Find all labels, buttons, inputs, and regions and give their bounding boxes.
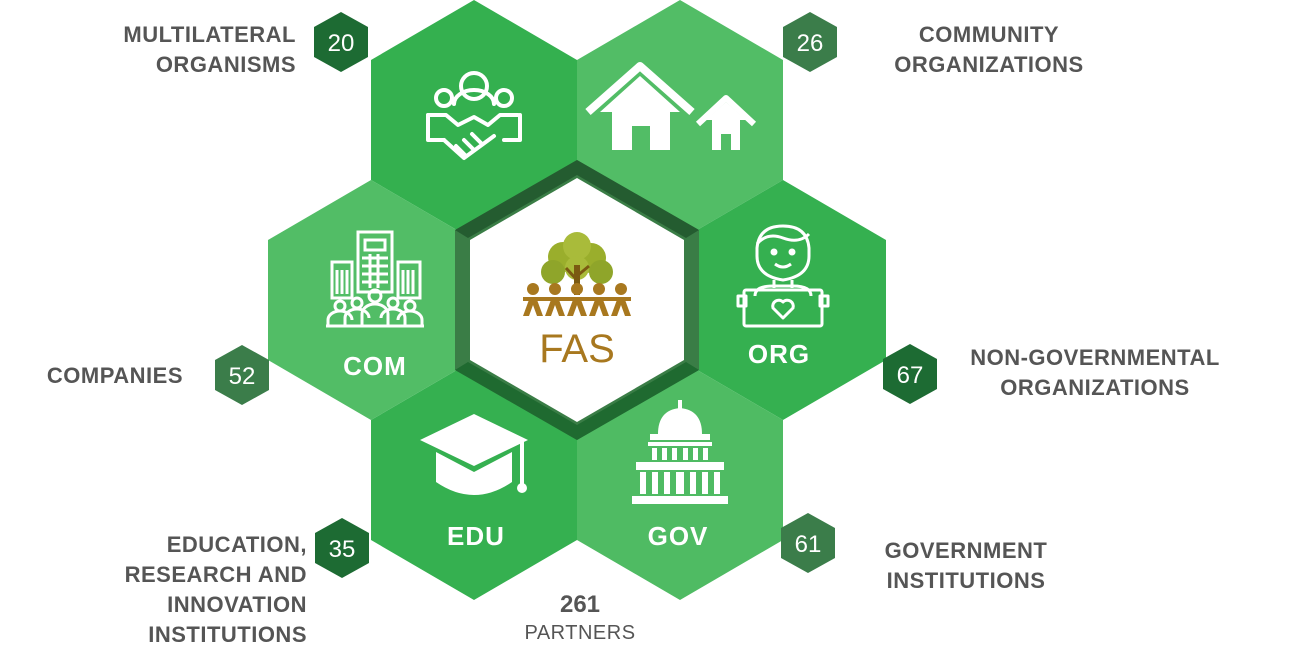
total-partners: 261 PARTNERS <box>480 590 680 646</box>
center-hex-border-shade-bottom <box>455 362 699 440</box>
badge-count: 52 <box>229 363 256 390</box>
hex-code-gov: GOV <box>648 521 709 551</box>
fas-logo-icon: FAS <box>523 232 631 371</box>
hex-code-com: COM <box>343 351 407 381</box>
handshake-people-icon <box>426 71 522 160</box>
hex-multilateral <box>371 0 577 240</box>
badge-government: 61 <box>781 513 835 573</box>
center-hex-border-shade <box>455 160 699 238</box>
graduation-cap-icon <box>420 414 528 495</box>
badge-education: 35 <box>315 518 369 578</box>
total-number: 261 <box>559 591 601 618</box>
badge-count: 35 <box>329 536 356 563</box>
hex-code-edu: EDU <box>447 521 505 551</box>
volunteer-heart-sign-icon <box>736 224 830 328</box>
total-label: PARTNERS <box>524 622 636 644</box>
badge-count: 61 <box>795 531 822 558</box>
badge-count: 26 <box>797 30 824 57</box>
label-community: COMMUNITY ORGANIZATIONS <box>894 22 1084 77</box>
badge-multilateral: 20 <box>314 12 368 72</box>
badge-community: 26 <box>783 12 837 72</box>
label-education: EDUCATION, RESEARCH AND INNOVATION INSTI… <box>124 532 307 647</box>
label-ngo: NON-GOVERNMENTAL ORGANIZATIONS <box>970 345 1220 400</box>
badge-ngo: 67 <box>883 344 937 404</box>
fas-label: FAS <box>539 327 615 371</box>
label-companies: COMPANIES <box>46 363 183 388</box>
label-multilateral: MULTILATERAL ORGANISMS <box>123 22 296 77</box>
badge-count: 20 <box>328 30 355 57</box>
capitol-building-icon <box>632 400 728 504</box>
badge-companies: 52 <box>215 345 269 405</box>
houses-icon <box>585 62 757 150</box>
label-government: GOVERNMENT INSTITUTIONS <box>884 538 1048 593</box>
office-building-people-icon <box>326 230 424 328</box>
hex-code-org: ORG <box>748 339 810 369</box>
badge-count: 67 <box>897 362 924 389</box>
hex-community <box>577 0 783 240</box>
